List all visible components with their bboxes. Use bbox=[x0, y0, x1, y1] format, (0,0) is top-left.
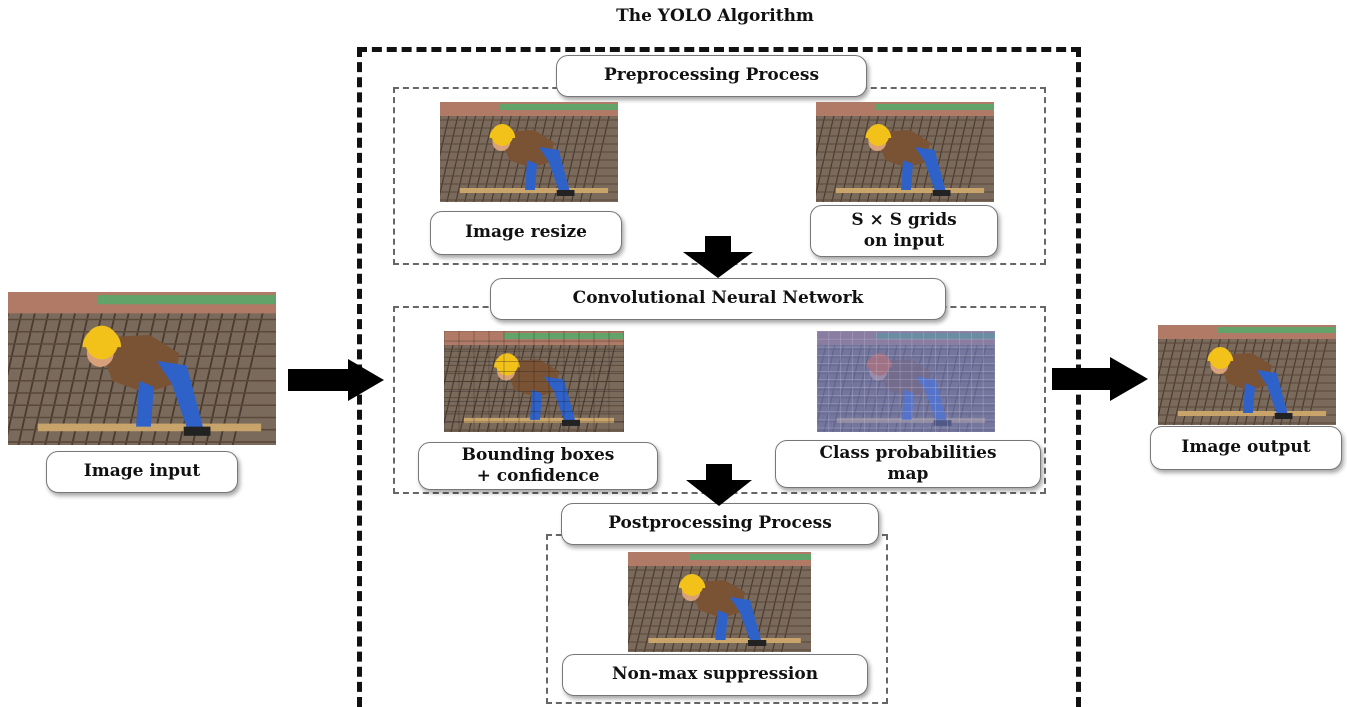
image-output-label: Image output bbox=[1150, 426, 1342, 470]
image-input-label: Image input bbox=[46, 451, 238, 493]
class-prob-label-line1: Class probabilities bbox=[819, 442, 997, 463]
nms-label: Non-max suppression bbox=[562, 654, 868, 696]
output-photo bbox=[1158, 325, 1336, 425]
grids-label-line2: on input bbox=[863, 231, 945, 251]
nms-photo bbox=[628, 552, 811, 652]
bbox-label-line1: Bounding boxes bbox=[461, 444, 615, 465]
arrow-input-to-algorithm bbox=[288, 359, 384, 401]
image-resize-label: Image resize bbox=[430, 211, 622, 255]
grid-photo bbox=[816, 102, 994, 202]
arrow-preprocess-to-cnn bbox=[683, 236, 753, 278]
grids-label-line1: S × S grids bbox=[851, 209, 957, 230]
bbox-label-line2: + confidence bbox=[476, 466, 600, 486]
bbox-label: Bounding boxes + confidence bbox=[418, 442, 658, 490]
preprocessing-label: Preprocessing Process bbox=[556, 55, 867, 97]
class-map-photo bbox=[817, 331, 995, 432]
arrow-algorithm-to-output bbox=[1052, 357, 1148, 401]
arrow-cnn-to-postprocess bbox=[686, 464, 752, 506]
cnn-label: Convolutional Neural Network bbox=[490, 278, 946, 320]
resize-photo bbox=[440, 102, 618, 202]
bbox-photo bbox=[444, 331, 624, 432]
postprocessing-label: Postprocessing Process bbox=[561, 503, 879, 545]
input-photo bbox=[8, 292, 276, 445]
class-prob-label-line2: map bbox=[887, 464, 929, 484]
class-prob-label: Class probabilities map bbox=[775, 440, 1041, 488]
diagram-title: The YOLO Algorithm bbox=[616, 6, 814, 26]
grids-label: S × S grids on input bbox=[810, 205, 998, 257]
